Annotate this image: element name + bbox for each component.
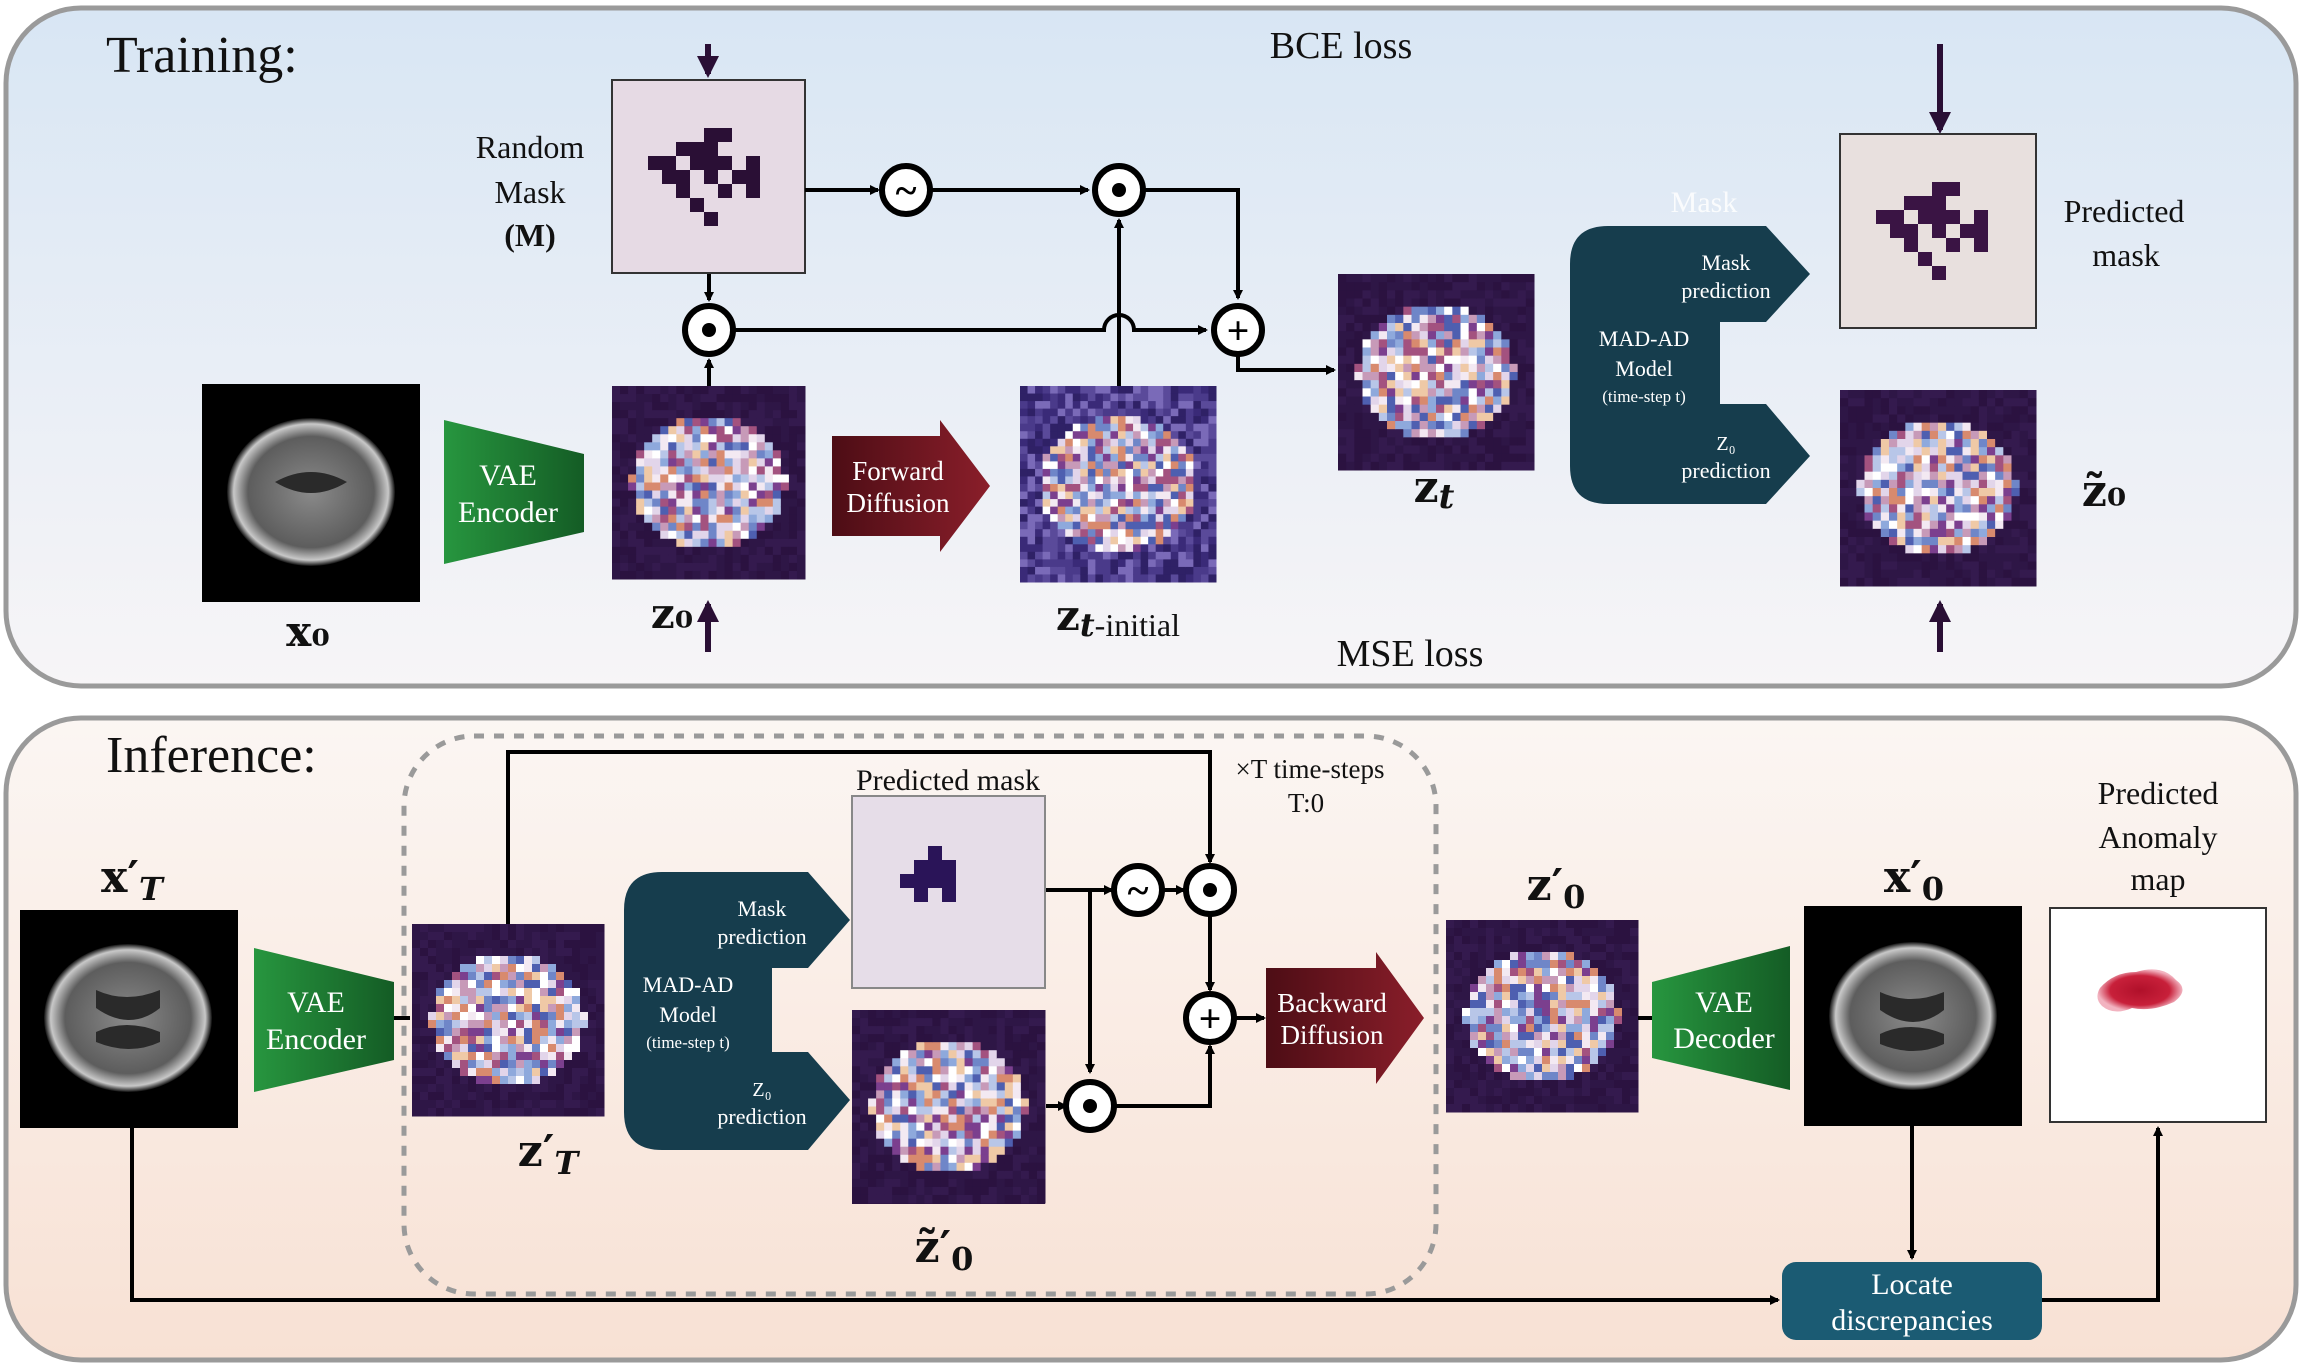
training-title: Training: — [106, 27, 298, 84]
svg-text:~: ~ — [1128, 868, 1149, 913]
mse-loss-connector — [697, 600, 1951, 656]
inference-title: Inference: — [106, 727, 317, 784]
z0p-tilde-label: z̃′0 — [915, 1222, 974, 1278]
vae-encoder-training — [444, 420, 584, 564]
bce-loss-label: BCE loss — [1270, 25, 1413, 67]
zt-initial-label: zt-initial — [1056, 591, 1180, 644]
inference-panel — [3, 715, 2299, 1363]
svg-text:+: + — [1227, 308, 1250, 353]
x0-label: x₀ — [286, 607, 329, 656]
z0-prediction-training-1: Z₀ — [1716, 433, 1735, 455]
noise-mask-multiply-op — [1092, 163, 1146, 217]
z0-prediction-training-2: prediction — [1681, 458, 1770, 483]
model-training-line-1: MAD-AD — [1599, 326, 1689, 351]
model-mask-top-label: Mask — [1671, 186, 1738, 219]
anomaly-map-label-3: map — [2130, 861, 2185, 897]
anomaly-map-label-1: Predicted — [2098, 775, 2219, 811]
anomaly-region — [2097, 969, 2183, 1012]
z0-tilde-label: z̃₀ — [2082, 466, 2126, 517]
vae-encoder-training-label-2: Encoder — [458, 496, 558, 529]
vae-encoder-training-label-1: VAE — [479, 459, 537, 492]
z0p-latent-pixels — [1446, 920, 1639, 1113]
backward-diffusion-block — [1266, 952, 1424, 1084]
vae-decoder — [1652, 946, 1790, 1090]
predicted-mask-pattern — [1876, 182, 1988, 280]
anomaly-map-label-2: Anomaly — [2098, 819, 2217, 855]
vae-decoder-label-2: Decoder — [1673, 1022, 1775, 1055]
bce-loss-connector — [697, 40, 1951, 134]
z0-latent-image — [612, 386, 806, 580]
forward-diffusion-block — [832, 420, 990, 552]
z0p-tilde-pixels — [852, 1010, 1046, 1204]
mask-multiply-op — [682, 303, 736, 357]
timestep-loop-box — [401, 733, 1439, 1297]
zT-label: z′T — [518, 1126, 581, 1182]
model-inference-line-3: (time-step t) — [646, 1033, 730, 1052]
locate-label-2: discrepancies — [1831, 1304, 1993, 1337]
inference-multiply-op-top — [1183, 863, 1237, 917]
mad-ad-model-training — [1570, 226, 1810, 504]
z0-label: z₀ — [651, 589, 693, 638]
inference-add-op: + — [1183, 991, 1237, 1045]
mask-invert-op: ~ — [879, 163, 933, 217]
backward-diffusion-label-1: Backward — [1277, 988, 1387, 1018]
predicted-mask-training-label-1: Predicted — [2064, 193, 2185, 229]
z0-latent-pixels — [612, 386, 806, 580]
predicted-mask-inference-label: Predicted mask — [856, 764, 1040, 797]
forward-diffusion-label-1: Forward — [852, 456, 944, 486]
combine-add-op: + — [1211, 303, 1265, 357]
inference-invert-op: ~ — [1111, 863, 1165, 917]
z0-tilde-pixels — [1840, 390, 2037, 587]
predicted-mask-inference-pattern — [900, 846, 956, 902]
mask-prediction-inference-1: Mask — [738, 896, 787, 921]
vae-encoder-inference-label-2: Encoder — [266, 1023, 366, 1056]
zT-latent-image — [412, 924, 605, 1117]
random-mask-pattern — [648, 128, 760, 226]
z0-prediction-inference-1: Z₀ — [752, 1079, 771, 1101]
zt-initial-pixels — [1020, 386, 1217, 583]
model-training-line-2: Model — [1615, 356, 1672, 381]
model-inference-line-2: Model — [659, 1002, 716, 1027]
mask-prediction-training-2: prediction — [1681, 278, 1770, 303]
mse-loss-label: MSE loss — [1337, 633, 1484, 675]
random-mask-label-2: Mask — [494, 174, 565, 210]
time-steps-label-2: T:0 — [1288, 788, 1324, 818]
mad-ad-model-inference — [624, 872, 850, 1150]
model-training-line-3: (time-step t) — [1602, 387, 1686, 406]
predicted-mask-training-label-2: mask — [2092, 237, 2160, 273]
z0p-label: z′0 — [1527, 860, 1586, 916]
zt-initial-image — [1020, 386, 1217, 583]
forward-diffusion-label-2: Diffusion — [846, 488, 950, 518]
zt-latent-pixels — [1338, 274, 1535, 471]
zt-label: zt — [1414, 462, 1455, 517]
vae-encoder-inference-label-1: VAE — [287, 986, 345, 1019]
zt-latent-image — [1338, 274, 1535, 471]
z0-prediction-inference-2: prediction — [717, 1104, 806, 1129]
svg-text:~: ~ — [896, 168, 917, 213]
backward-diffusion-label-2: Diffusion — [1280, 1020, 1384, 1050]
time-steps-label-1: ×T time-steps — [1236, 754, 1385, 784]
model-inference-line-1: MAD-AD — [643, 972, 733, 997]
anomaly-map-image — [2049, 907, 2267, 1123]
x0p-label: x′0 — [1884, 852, 1944, 908]
z0p-tilde-latent-image — [852, 1010, 1046, 1204]
vae-encoder-inference — [254, 948, 394, 1092]
locate-discrepancies-block — [1782, 1262, 2042, 1340]
mask-prediction-training-1: Mask — [1702, 250, 1751, 275]
zT-latent-pixels — [412, 924, 605, 1117]
xT-label: x′T — [101, 852, 165, 908]
random-mask-label-3: (M) — [504, 217, 556, 253]
random-mask-label-1: Random — [476, 129, 585, 165]
mask-prediction-inference-2: prediction — [717, 924, 806, 949]
inference-multiply-op-bottom — [1063, 1079, 1117, 1133]
locate-label-1: Locate — [1871, 1268, 1953, 1301]
z0-tilde-image — [1840, 390, 2037, 587]
svg-text:+: + — [1199, 996, 1222, 1041]
vae-decoder-label-1: VAE — [1695, 986, 1753, 1019]
z0p-latent-image — [1446, 920, 1639, 1113]
